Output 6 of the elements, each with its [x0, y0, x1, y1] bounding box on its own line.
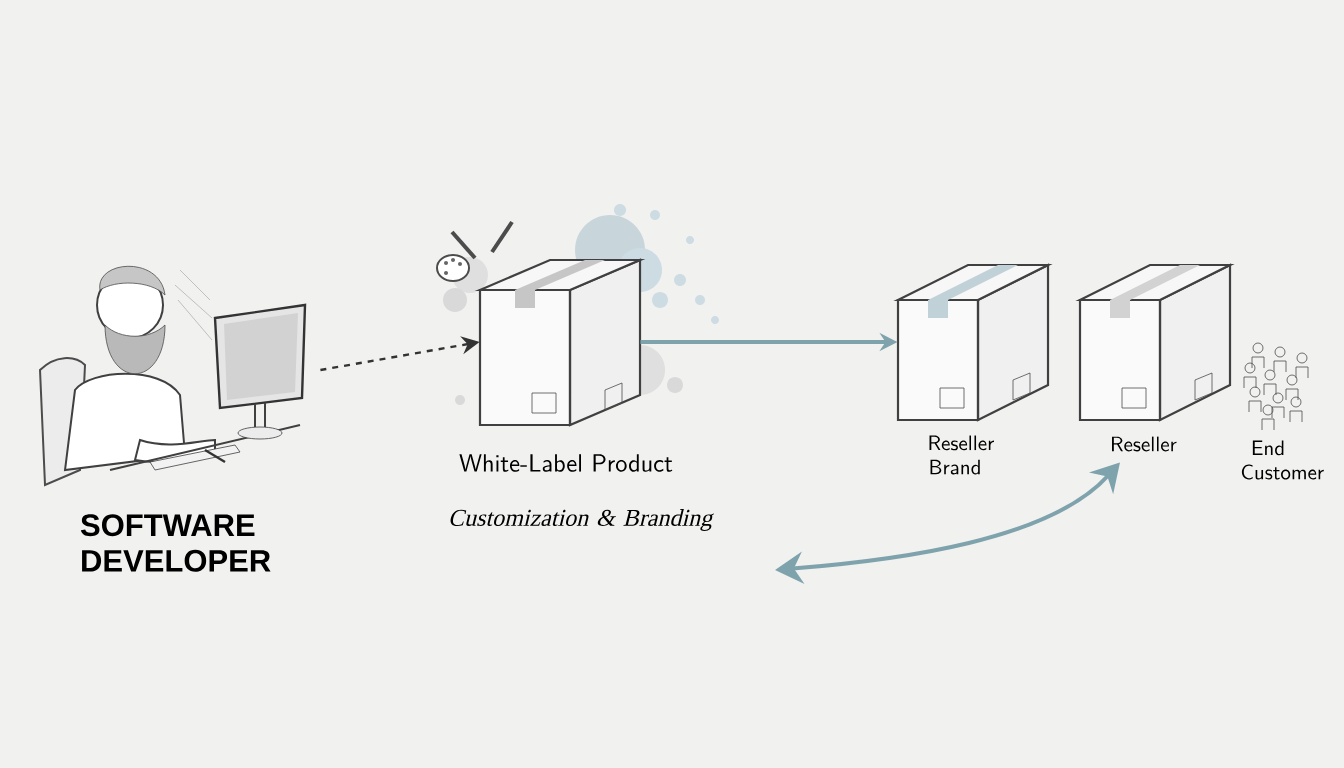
node-label: Reseller: [1112, 436, 1177, 452]
node-label: Customization & Branding: [450, 509, 714, 531]
node-label: End Customer: [1241, 440, 1324, 480]
node-label: White-Label Product: [459, 454, 673, 472]
node-label: SOFTWARE DEVELOPER: [80, 514, 271, 572]
node-label: Reseller Brand: [929, 435, 994, 475]
